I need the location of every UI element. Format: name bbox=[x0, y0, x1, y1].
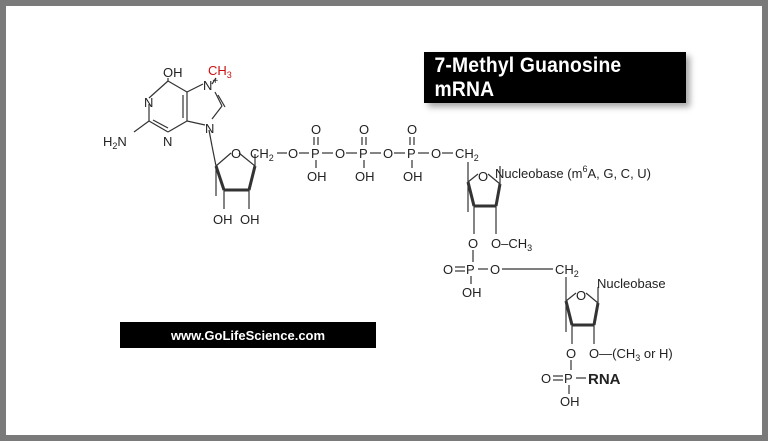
title-banner: 7-Methyl Guanosine mRNA bbox=[424, 52, 686, 103]
ring-oxygen-label: O bbox=[231, 146, 241, 161]
ch2-label: CH2 bbox=[250, 146, 274, 163]
link-oh-label: OH bbox=[462, 285, 482, 300]
ring-oxygen-label: O bbox=[478, 169, 488, 184]
oh-3prime-label: OH bbox=[240, 212, 260, 227]
link-phosphate-label: P bbox=[466, 262, 475, 277]
rna-label: RNA bbox=[588, 371, 621, 388]
oh-2prime-label: OH bbox=[213, 212, 233, 227]
second-nucleotide-ribose bbox=[564, 277, 600, 344]
ch3-methyl-label: CH3 bbox=[208, 63, 232, 80]
guanine-base bbox=[133, 77, 226, 147]
ch2-label: CH2 bbox=[555, 262, 579, 279]
two-prime-ome-label: O–CH3 bbox=[491, 236, 532, 253]
phosphate-2-label: P bbox=[359, 146, 368, 161]
link-oxygen-label: O bbox=[490, 262, 500, 277]
two-prime-substituent-label: O—(CH3 or H) bbox=[589, 346, 673, 363]
oh-label: OH bbox=[163, 65, 183, 80]
phosphate-3-oxo-label: O bbox=[407, 122, 417, 137]
website-url: www.GoLifeScience.com bbox=[170, 327, 326, 343]
terminal-phosphate-label: P bbox=[564, 371, 573, 386]
n1-label: N bbox=[144, 95, 153, 110]
cap-ribose bbox=[211, 145, 257, 209]
phosphate-2-oh-label: OH bbox=[355, 169, 375, 184]
bridge-oxygen-label: O bbox=[383, 146, 393, 161]
link-oxo-label: O bbox=[443, 262, 453, 277]
n9-label: N bbox=[205, 121, 214, 136]
nucleobase-first-label: Nucleobase (m6A, G, C, U) bbox=[495, 164, 651, 181]
phosphate-3-label: P bbox=[407, 146, 416, 161]
figure-title: 7-Methyl Guanosine mRNA bbox=[434, 53, 622, 101]
terminal-oh-label: OH bbox=[560, 394, 580, 409]
phosphate-1-oxo-label: O bbox=[311, 122, 321, 137]
first-nucleotide-ribose bbox=[466, 162, 502, 234]
terminal-oxo-label: O bbox=[541, 371, 551, 386]
n3-label: N bbox=[163, 134, 172, 149]
mrna-cap-structure: OH CH3 N+ N H2N N N O OH OH CH2 O P O bbox=[103, 63, 673, 409]
nucleobase-label: Nucleobase bbox=[597, 276, 666, 291]
phosphate-1-oh-label: OH bbox=[307, 169, 327, 184]
amino-label: H2N bbox=[103, 134, 127, 151]
phosphate-3-oh-label: OH bbox=[403, 169, 423, 184]
three-prime-oxygen-label: O bbox=[468, 236, 478, 251]
three-prime-oxygen-label: O bbox=[566, 346, 576, 361]
bridge-oxygen-label: O bbox=[431, 146, 441, 161]
ch2-label: CH2 bbox=[455, 146, 479, 163]
phosphate-1-label: P bbox=[311, 146, 320, 161]
url-banner: www.GoLifeScience.com bbox=[120, 322, 376, 348]
phosphate-2-oxo-label: O bbox=[359, 122, 369, 137]
bridge-oxygen-label: O bbox=[288, 146, 298, 161]
bridge-oxygen-label: O bbox=[335, 146, 345, 161]
ring-oxygen-label: O bbox=[576, 288, 586, 303]
n7-label: N+ bbox=[203, 76, 218, 93]
